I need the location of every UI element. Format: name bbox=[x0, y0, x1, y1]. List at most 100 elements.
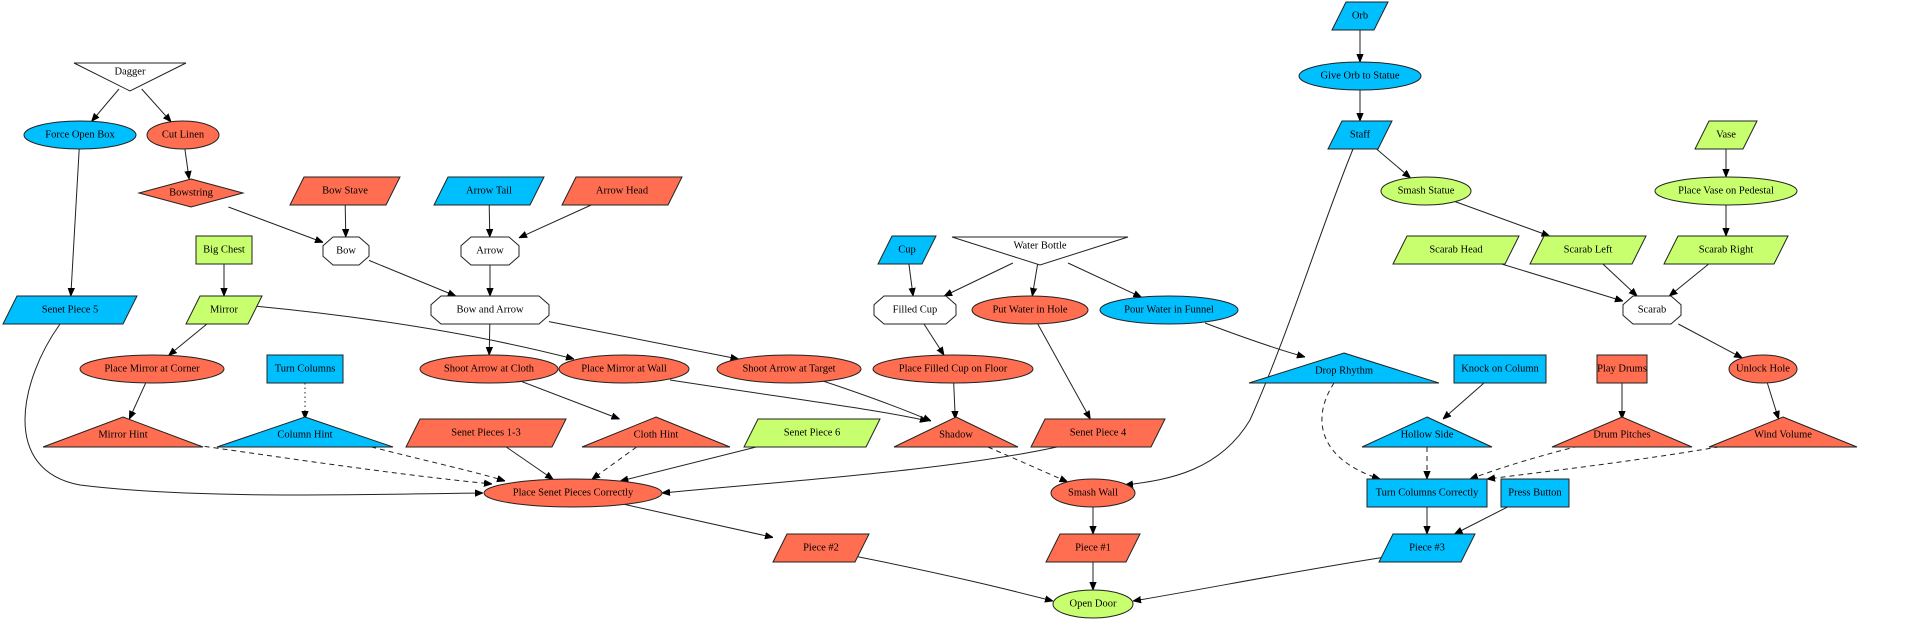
node-label: Drum Pitches bbox=[1593, 430, 1650, 441]
edge-piece-3-to-open-door bbox=[1133, 555, 1393, 601]
node-label: Place Filled Cup on Floor bbox=[899, 364, 1008, 375]
node-knock-column: Knock on Column bbox=[1453, 354, 1547, 384]
node-scarab: Scarab bbox=[1622, 295, 1682, 325]
edge-arrow-tail-to-arrow bbox=[489, 204, 490, 237]
node-label: Scarab bbox=[1638, 305, 1667, 316]
parallelogram-shape bbox=[743, 418, 881, 448]
octagon-shape bbox=[460, 236, 520, 266]
edge-senet-pieces-1-3-to-place-senet bbox=[506, 446, 553, 479]
node-bow-stave: Bow Stave bbox=[289, 176, 401, 206]
node-arrow-head: Arrow Head bbox=[561, 176, 683, 206]
edge-mirror-hint-to-place-senet bbox=[159, 439, 492, 484]
parallelogram-shape bbox=[561, 176, 683, 206]
node-label: Shoot Arrow at Cloth bbox=[444, 364, 535, 375]
edge-water-bottle-to-filled-cup bbox=[944, 262, 1014, 296]
node-senet-pieces-1-3: Senet Pieces 1-3 bbox=[405, 418, 567, 448]
node-bow: Bow bbox=[322, 236, 370, 266]
edge-press-button-to-piece-3 bbox=[1455, 506, 1508, 534]
node-shadow: Shadow bbox=[893, 416, 1019, 448]
ellipse-shape bbox=[146, 120, 220, 150]
node-label: Bowstring bbox=[169, 188, 214, 199]
node-cloth-hint: Cloth Hint bbox=[581, 416, 731, 448]
node-label: Drop Rhythm bbox=[1315, 366, 1373, 377]
node-label: Arrow Tail bbox=[466, 186, 512, 197]
edge-cup-to-filled-cup bbox=[909, 263, 913, 296]
node-place-mirror-wall: Place Mirror at Wall bbox=[558, 354, 690, 384]
edge-cut-linen-to-bowstring bbox=[185, 148, 189, 179]
parallelogram-shape bbox=[1694, 120, 1758, 150]
diamond-shape bbox=[137, 178, 245, 208]
node-label: Arrow bbox=[476, 246, 504, 257]
node-piece-1: Piece #1 bbox=[1045, 533, 1141, 563]
node-senet-piece-5: Senet Piece 5 bbox=[2, 295, 138, 325]
edge-smash-statue-to-scarab-left bbox=[1455, 201, 1549, 236]
node-label: Open Door bbox=[1070, 599, 1117, 610]
node-label: Filled Cup bbox=[893, 305, 938, 316]
node-label: Turn Columns bbox=[275, 364, 336, 375]
node-orb: Orb bbox=[1331, 1, 1389, 31]
edge-place-senet-to-piece-2 bbox=[624, 503, 774, 537]
node-scarab-left: Scarab Left bbox=[1529, 235, 1647, 265]
ellipse-shape bbox=[79, 354, 225, 384]
box-shape bbox=[266, 354, 344, 384]
parallelogram-shape bbox=[1663, 235, 1789, 265]
edge-dagger-to-cut-linen bbox=[141, 88, 171, 122]
node-label: Bow Stave bbox=[322, 186, 368, 197]
node-label: Piece #3 bbox=[1409, 543, 1445, 554]
parallelogram-shape bbox=[1331, 1, 1389, 31]
edge-bow-stave-to-bow bbox=[345, 204, 346, 237]
node-bow-and-arrow: Bow and Arrow bbox=[430, 295, 550, 325]
ellipse-shape bbox=[971, 295, 1089, 325]
node-vase: Vase bbox=[1694, 120, 1758, 150]
edge-arrow-head-to-arrow bbox=[519, 204, 592, 239]
node-place-senet: Place Senet Pieces Correctly bbox=[483, 478, 663, 508]
node-open-door: Open Door bbox=[1052, 589, 1134, 619]
edge-bow-to-bow-and-arrow bbox=[368, 259, 456, 297]
edge-unlock-hole-to-wind-volume bbox=[1766, 382, 1778, 419]
invtriangle-shape bbox=[73, 62, 187, 92]
edge-scarab-right-to-scarab bbox=[1669, 263, 1710, 296]
ellipse-shape bbox=[23, 120, 137, 150]
node-press-button: Press Button bbox=[1500, 478, 1570, 508]
parallelogram-shape bbox=[1045, 533, 1141, 563]
node-label: Mirror bbox=[210, 305, 238, 316]
node-shoot-arrow-target: Shoot Arrow at Target bbox=[716, 354, 862, 384]
edge-scarab-to-unlock-hole bbox=[1678, 323, 1742, 358]
triangle-shape bbox=[1551, 416, 1693, 448]
node-arrow: Arrow bbox=[460, 236, 520, 266]
edge-water-bottle-to-pour-water-funnel bbox=[1067, 262, 1141, 297]
edge-shadow-to-smash-wall bbox=[987, 446, 1068, 483]
edges-layer bbox=[24, 30, 1779, 601]
node-place-mirror-corner: Place Mirror at Corner bbox=[79, 354, 225, 384]
node-label: Arrow Head bbox=[596, 186, 649, 197]
node-label: Play Drums bbox=[1597, 364, 1647, 375]
ellipse-shape bbox=[1050, 478, 1136, 508]
node-label: Press Button bbox=[1508, 488, 1562, 499]
node-label: Shadow bbox=[939, 430, 973, 441]
node-senet-piece-6: Senet Piece 6 bbox=[743, 418, 881, 448]
edge-wind-volume-to-turn-columns-correctly bbox=[1487, 441, 1747, 479]
node-arrow-tail: Arrow Tail bbox=[433, 176, 545, 206]
node-label: Place Vase on Pedestal bbox=[1678, 186, 1774, 197]
node-shoot-arrow-cloth: Shoot Arrow at Cloth bbox=[419, 354, 559, 384]
ellipse-shape bbox=[1099, 295, 1239, 325]
triangle-shape bbox=[581, 416, 731, 448]
node-label: Piece #1 bbox=[1075, 543, 1111, 554]
node-senet-piece-4: Senet Piece 4 bbox=[1030, 418, 1166, 448]
edge-force-open-box-to-senet-piece-5 bbox=[71, 148, 80, 296]
edge-filled-cup-to-place-filled-cup bbox=[923, 323, 944, 355]
edge-drum-pitches-to-turn-columns-correctly bbox=[1470, 441, 1597, 479]
node-hollow-side: Hollow Side bbox=[1361, 416, 1493, 448]
node-dagger: Dagger bbox=[73, 62, 187, 92]
node-label: Scarab Left bbox=[1564, 245, 1613, 256]
parallelogram-shape bbox=[772, 533, 870, 563]
ellipse-shape bbox=[1298, 61, 1422, 91]
node-put-water-hole: Put Water in Hole bbox=[971, 295, 1089, 325]
node-label: Place Mirror at Corner bbox=[104, 364, 200, 375]
node-drum-pitches: Drum Pitches bbox=[1551, 416, 1693, 448]
ellipse-shape bbox=[1728, 354, 1798, 384]
node-mirror: Mirror bbox=[185, 295, 263, 325]
node-label: Senet Piece 4 bbox=[1070, 428, 1127, 439]
